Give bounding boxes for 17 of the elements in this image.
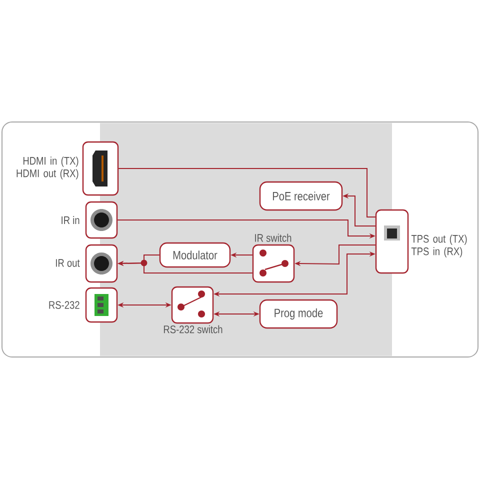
port-box — [16, 141, 119, 196]
port-label: RS-232 — [49, 301, 80, 309]
port-label: IR out — [56, 259, 80, 267]
port-box — [375, 209, 467, 274]
port-box — [62, 201, 118, 239]
port-box — [49, 287, 118, 323]
process-box: Modulator — [159, 242, 231, 268]
port-label: IR in — [62, 216, 80, 224]
port-label: IR switch — [255, 234, 292, 242]
port-label: RS-232 switch — [164, 325, 222, 334]
port-box — [56, 244, 118, 283]
switch-box — [164, 286, 222, 334]
port-label: TPS out (TX) TPS in (RX) — [411, 234, 467, 258]
port-label: HDMI in (TX) HDMI out (RX) — [16, 156, 78, 180]
process-box: PoE receiver — [259, 181, 343, 211]
process-box: Prog mode — [259, 299, 338, 329]
switch-box — [252, 234, 295, 283]
